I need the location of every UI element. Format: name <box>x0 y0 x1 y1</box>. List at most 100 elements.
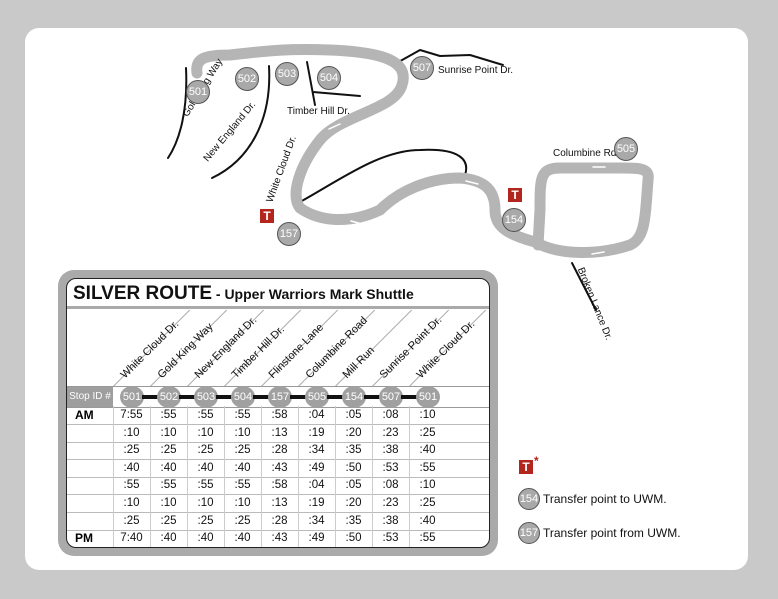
direction-arrows <box>328 123 637 255</box>
transfer-icon: T <box>508 188 522 202</box>
time-cell: :50 <box>345 532 362 545</box>
stop-connector <box>401 395 417 399</box>
legend-asterisk: * <box>534 454 539 468</box>
time-cell: :35 <box>345 514 362 527</box>
time-cell: :38 <box>382 444 399 457</box>
stop-marker-154[interactable]: 154 <box>502 208 526 232</box>
time-cell: :25 <box>419 497 436 509</box>
time-cell: :53 <box>382 532 399 545</box>
label-timber-hill-dr: Timber Hill Dr. <box>287 106 350 117</box>
legend-text-154: Transfer point to UWM. <box>543 492 667 506</box>
stop-id-badge: 501 <box>416 386 440 408</box>
route-name: SILVER ROUTE <box>73 283 212 304</box>
connector-street <box>299 148 481 203</box>
time-cell: :13 <box>271 497 288 509</box>
time-cell: :04 <box>308 479 325 492</box>
time-cell: :25 <box>160 514 177 527</box>
stop-id-badge: 157 <box>268 386 292 408</box>
stop-id-badge: 504 <box>231 386 255 408</box>
legend-stop-157: 157 <box>518 522 540 544</box>
time-cell: :10 <box>197 426 214 439</box>
time-cell: :55 <box>419 461 436 474</box>
time-cell: :40 <box>160 532 177 545</box>
time-cell: :10 <box>160 426 177 439</box>
stop-name-header: Sunrise Point Dr. <box>377 314 445 381</box>
time-cell: :55 <box>234 409 251 421</box>
time-cell: :25 <box>123 514 140 527</box>
time-cell: :55 <box>160 479 177 492</box>
column-divider <box>335 406 336 547</box>
time-cell: :10 <box>160 497 177 509</box>
time-cell: :50 <box>345 461 362 474</box>
time-cell: :49 <box>308 461 325 474</box>
time-cell: :58 <box>271 479 288 492</box>
column-divider <box>187 406 188 547</box>
stop-name-header: Mill Run <box>340 344 378 381</box>
time-cell: :55 <box>234 479 251 492</box>
stop-id-badge: 502 <box>157 386 181 408</box>
stop-marker-502[interactable]: 502 <box>235 67 259 91</box>
time-cell: :55 <box>419 532 436 545</box>
schedule-row: :40:40:40:40:43:49:50:53:55 <box>67 460 489 478</box>
schedule-row: :10:10:10:10:13:19:20:23:25 <box>67 495 489 513</box>
time-cell: :08 <box>382 479 399 492</box>
stop-marker-505[interactable]: 505 <box>614 137 638 161</box>
stop-connector <box>327 395 343 399</box>
stop-marker-504[interactable]: 504 <box>317 66 341 90</box>
legend-stop-154: 154 <box>518 488 540 510</box>
stop-connector <box>216 395 232 399</box>
time-cell: :40 <box>160 461 177 474</box>
gold-king-way-street <box>167 67 188 159</box>
stop-id-badge: 505 <box>305 386 329 408</box>
time-cell: :05 <box>345 479 362 492</box>
transfer-icon: T <box>260 209 274 223</box>
time-cell: :25 <box>197 514 214 527</box>
stop-id-badge: 507 <box>379 386 403 408</box>
stop-id-badge: 503 <box>194 386 218 408</box>
time-cell: :05 <box>345 409 362 421</box>
time-cell: :28 <box>271 514 288 527</box>
timber-hill-street <box>306 61 361 106</box>
time-cell: :43 <box>271 461 288 474</box>
column-divider <box>150 406 151 547</box>
time-cell: :19 <box>308 426 325 439</box>
time-cell: :43 <box>271 532 288 545</box>
time-cell: :25 <box>123 444 140 457</box>
stop-connector <box>290 395 306 399</box>
time-cell: :25 <box>160 444 177 457</box>
column-divider <box>298 406 299 547</box>
time-cell: :55 <box>123 479 140 492</box>
time-cell: :40 <box>419 514 436 527</box>
time-cell: :40 <box>197 532 214 545</box>
column-divider <box>261 406 262 547</box>
time-cell: :10 <box>419 479 436 492</box>
stop-connector <box>179 395 195 399</box>
sunrise-point-street <box>394 49 504 66</box>
schedule-row: :10:10:10:10:13:19:20:23:25 <box>67 425 489 443</box>
stop-marker-507[interactable]: 507 <box>410 56 434 80</box>
time-cell: :49 <box>308 532 325 545</box>
time-cell: :38 <box>382 514 399 527</box>
time-cell: :19 <box>308 497 325 509</box>
time-cell: :13 <box>271 426 288 439</box>
stop-marker-503[interactable]: 503 <box>275 62 299 86</box>
stop-connector <box>253 395 269 399</box>
stop-marker-157[interactable]: 157 <box>277 222 301 246</box>
time-cell: :53 <box>382 461 399 474</box>
period-label: PM <box>75 531 93 546</box>
stop-marker-501[interactable]: 501 <box>186 80 210 104</box>
label-sunrise-point-dr: Sunrise Point Dr. <box>438 65 514 76</box>
time-cell: :35 <box>345 444 362 457</box>
schedule-table-frame: SILVER ROUTE - Upper Warriors Mark Shutt… <box>58 270 498 556</box>
column-divider <box>372 406 373 547</box>
title-divider <box>67 306 489 309</box>
schedule-table: SILVER ROUTE - Upper Warriors Mark Shutt… <box>66 278 490 548</box>
time-cell: :28 <box>271 444 288 457</box>
time-cell: :20 <box>345 426 362 439</box>
new-england-street <box>211 65 271 179</box>
time-cell: :10 <box>419 409 436 421</box>
schedule-row: :25:25:25:25:28:34:35:38:40 <box>67 513 489 531</box>
